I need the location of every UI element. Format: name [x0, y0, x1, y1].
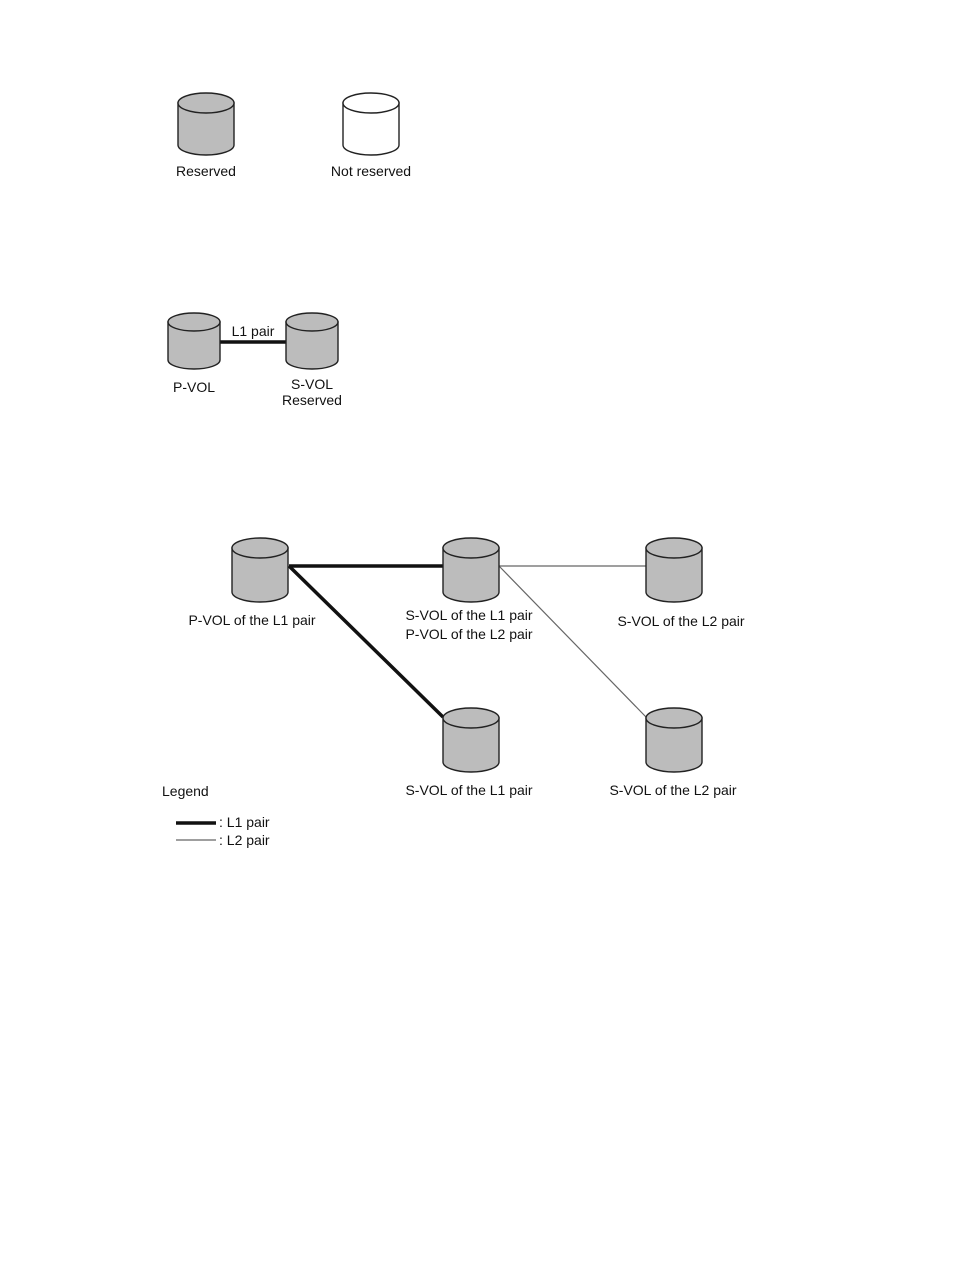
cascade-right-top-svol-cylinder: [646, 538, 702, 602]
cascade-middle-label-line1: S-VOL of the L1 pair: [405, 607, 532, 623]
cascade-bottom-right-label: S-VOL of the L2 pair: [609, 782, 736, 798]
cascade-bottom-middle-svol-cylinder: [443, 708, 499, 772]
cascade-root-pvol-cylinder: [232, 538, 288, 602]
cascade-bottom-middle-label: S-VOL of the L1 pair: [405, 782, 532, 798]
legend-l2-label: : L2 pair: [219, 832, 270, 848]
simple-pvol-label: P-VOL: [173, 379, 215, 395]
cascade-middle-label-line2: P-VOL of the L2 pair: [405, 626, 532, 642]
simple-svol-state-label: Reserved: [282, 392, 342, 408]
cascade-middle-volume-cylinder: [443, 538, 499, 602]
simple-svol-label: S-VOL: [291, 376, 333, 392]
reserved-state-label: Reserved: [176, 163, 236, 179]
cylinder-reserved-example: [178, 93, 234, 155]
not-reserved-state-label: Not reserved: [331, 163, 411, 179]
simple-pvol-cylinder: [168, 313, 220, 369]
cascade-right-top-label: S-VOL of the L2 pair: [617, 613, 744, 629]
legend-l1-label: : L1 pair: [219, 814, 270, 830]
cascade-root-label: P-VOL of the L1 pair: [188, 612, 315, 628]
simple-svol-cylinder: [286, 313, 338, 369]
legend-title: Legend: [162, 783, 209, 799]
simple-l1-pair-label: L1 pair: [232, 323, 275, 339]
cascade-bottom-right-svol-cylinder: [646, 708, 702, 772]
cylinder-not-reserved-example: [343, 93, 399, 155]
